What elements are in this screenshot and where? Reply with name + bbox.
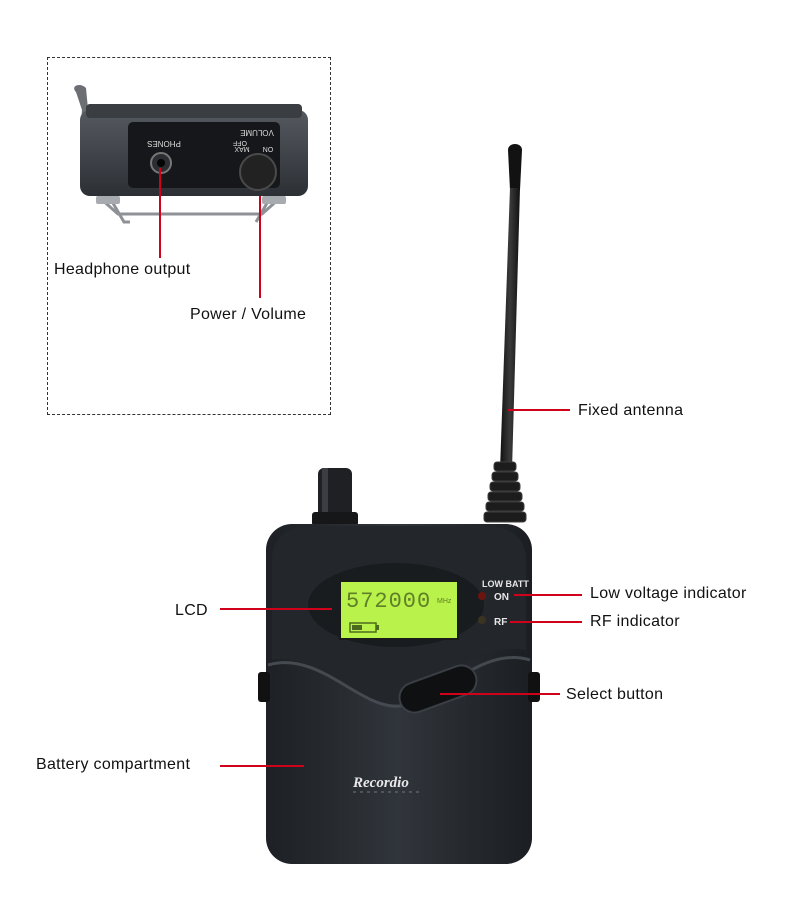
antenna — [483, 144, 527, 523]
top-view-device — [74, 85, 308, 224]
power-volume-callout-line — [259, 196, 261, 298]
on-label: ON — [494, 592, 509, 603]
low-voltage-callout-line — [514, 594, 582, 596]
battery-icon — [349, 622, 379, 633]
top-connector — [312, 468, 358, 526]
top-view-inset — [47, 57, 331, 415]
select-button-callout-line — [440, 693, 560, 695]
lcd-callout-line — [220, 608, 332, 610]
battery-compartment-label: Battery compartment — [36, 756, 191, 773]
off-label: OFF — [233, 139, 247, 146]
lcd-label: LCD — [175, 602, 208, 619]
low-batt-label: LOW BATT — [482, 579, 529, 589]
volume-label: VOLUME — [240, 128, 274, 137]
on-label-top: ON — [263, 145, 274, 152]
power-volume-label: Power / Volume — [190, 306, 307, 323]
antenna-callout-line — [508, 409, 570, 411]
lcd-frequency: 572000 — [346, 589, 431, 614]
lcd-unit: MHz — [437, 598, 452, 605]
select-button-shape — [398, 664, 478, 714]
battery-callout-line — [220, 765, 304, 767]
brand-logo: Recordio — [352, 775, 409, 791]
headphone-output-label: Headphone output — [54, 261, 191, 278]
rf-label: RF — [494, 617, 507, 628]
select-button-label: Select button — [566, 686, 664, 703]
low-voltage-indicator-label: Low voltage indicator — [590, 585, 747, 602]
rf-indicator-label: RF indicator — [590, 613, 680, 630]
fixed-antenna-label: Fixed antenna — [578, 402, 684, 419]
rf-callout-line — [510, 621, 582, 623]
headphone-callout-line — [159, 168, 161, 258]
max-label: MAX — [234, 145, 250, 152]
phones-label: PHONES — [147, 139, 181, 148]
